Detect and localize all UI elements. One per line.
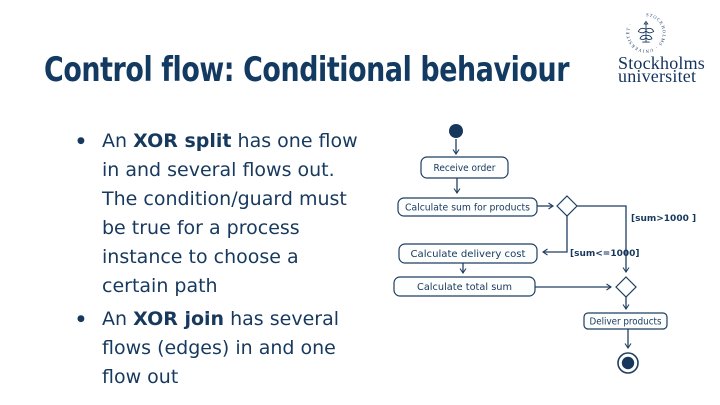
seal-emblem [637, 20, 655, 43]
bullet-text-rest: has one flow in and several flows out. T… [102, 130, 358, 297]
node-deliver-products-label: Deliver products [590, 317, 662, 328]
university-name-line1: Stockholms [618, 53, 706, 73]
bullet-xor-split-text: An XOR split has one flow in and several… [102, 127, 370, 301]
xor-split-gateway [556, 195, 578, 217]
node-receive-order: Receive order [420, 156, 509, 179]
node-calculate-total-label: Calculate total sum [417, 282, 512, 293]
node-calculate-delivery: Calculate delivery cost [398, 243, 538, 264]
bullet-text-pre: An [102, 130, 134, 152]
bullet-text-bold: XOR join [133, 308, 225, 330]
bullet-dot: ● [77, 314, 85, 324]
guard-label-sum-gt: [sum>1000 ] [631, 214, 696, 224]
slide-title: Control flow: Conditional behaviour [44, 50, 570, 90]
university-name-line2: universitet [618, 66, 697, 86]
activity-diagram: [sum>1000 ] [sum<=1000] Receive order Ca… [393, 124, 696, 374]
end-node [617, 352, 639, 374]
bullet-xor-join: ● An XOR join has several flows (edges) … [70, 305, 370, 392]
guard-label-sum-lte: [sum<=1000] [570, 249, 640, 259]
node-calculate-total: Calculate total sum [393, 276, 536, 297]
node-calculate-sum-label: Calculate sum for products [405, 203, 530, 214]
start-node [449, 124, 463, 138]
edge-xorsplit-lte-to-delivery [542, 216, 568, 256]
university-seal-icon: STOCKHOLMS · UNIVERSITET · [625, 12, 666, 54]
bullet-xor-join-text: An XOR join has several flows (edges) in… [102, 305, 370, 392]
bullet-text-pre: An [102, 308, 134, 330]
bullet-text-rest: has several flows (edges) in and one flo… [102, 308, 339, 388]
edge-xorsplit-gt-to-xorjoin [577, 205, 630, 273]
node-calculate-sum: Calculate sum for products [397, 197, 538, 217]
node-calculate-delivery-label: Calculate delivery cost [411, 249, 526, 260]
bullet-xor-split: ● An XOR split has one flow in and sever… [70, 127, 370, 301]
university-name: Stockholms universitet [618, 53, 706, 86]
bullet-text-bold: XOR split [133, 130, 232, 152]
bullet-dot: ● [77, 136, 85, 146]
node-deliver-products: Deliver products [583, 312, 668, 330]
bullet-list: ● An XOR split has one flow in and sever… [70, 127, 370, 392]
xor-join-gateway [615, 276, 637, 298]
node-receive-order-label: Receive order [434, 163, 497, 174]
